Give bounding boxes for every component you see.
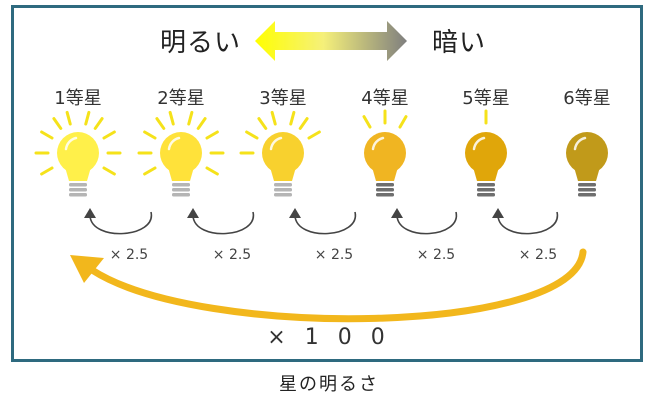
figure-caption: 星の明るさ — [279, 374, 379, 395]
step-ratio-label-4: × 2.5 — [416, 247, 456, 263]
step-ratio-label-2: × 2.5 — [212, 247, 252, 263]
step-ratio-label-1: × 2.5 — [109, 247, 149, 263]
magnitude-label-4: 4等星 — [361, 88, 409, 109]
bulb-2-icon — [137, 110, 225, 197]
dark-label: 暗い — [432, 28, 487, 58]
step-arrow-5 — [492, 208, 558, 235]
magnitude-label-2: 2等星 — [157, 88, 205, 109]
diagram-frame — [11, 5, 643, 362]
bulb-1-icon — [34, 110, 122, 197]
magnitude-label-5: 5等星 — [462, 88, 510, 109]
total-ratio-arrow — [88, 248, 587, 323]
total-ratio-arrowhead — [70, 255, 104, 283]
bright-label: 明るい — [160, 28, 242, 58]
step-ratio-label-5: × 2.5 — [518, 247, 558, 263]
step-arrow-2 — [187, 208, 254, 235]
step-arrow-1 — [84, 208, 152, 235]
bulb-4-icon — [362, 109, 408, 197]
total-ratio-label: × 1 0 0 — [267, 325, 391, 350]
step-arrow-4 — [391, 208, 457, 235]
magnitude-label-6: 6等星 — [563, 88, 611, 109]
bulb-6-icon — [566, 132, 608, 197]
step-arrow-3 — [289, 208, 356, 235]
bulb-3-icon — [239, 110, 321, 197]
brightness-double-arrow — [255, 21, 407, 61]
magnitude-label-3: 3等星 — [259, 88, 307, 109]
step-ratio-label-3: × 2.5 — [314, 247, 354, 263]
magnitude-label-1: 1等星 — [54, 88, 102, 109]
bulb-5-icon — [465, 109, 507, 197]
